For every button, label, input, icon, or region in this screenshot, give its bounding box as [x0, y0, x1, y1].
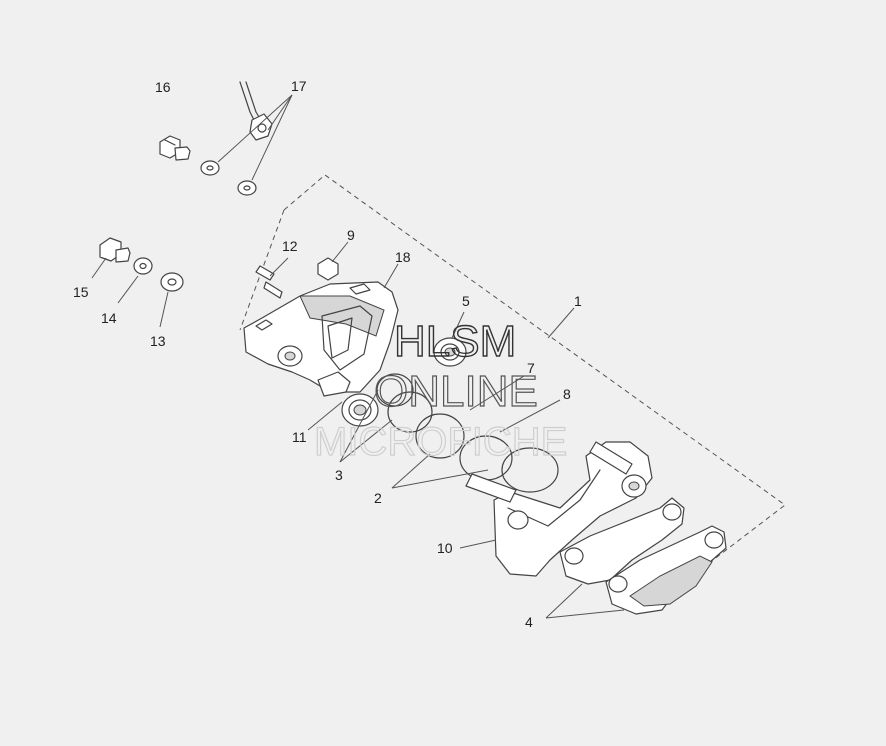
bleeder-screw-12: [255, 257, 289, 299]
callout-11: 11: [292, 429, 307, 445]
callout-8: 8: [563, 386, 571, 402]
mounting-bracket-10: [459, 441, 653, 577]
callout-17: 17: [291, 78, 307, 94]
bleeder-cap-9: [317, 241, 349, 281]
banjo-bolt-16: [159, 135, 191, 161]
callout-16: 16: [155, 79, 171, 95]
washer-13: [159, 272, 184, 328]
callout-labels: 1 2 3 4 5 7 8 9 10 11 12 13 14 15 16 17 …: [73, 78, 582, 630]
callout-3: 3: [335, 467, 343, 483]
leader-1: [547, 307, 575, 339]
watermark: HLSM ONLINE MICROFICHE: [313, 316, 568, 464]
callout-13: 13: [150, 333, 166, 349]
callout-18: 18: [395, 249, 411, 265]
seal-rings-3: [339, 373, 433, 463]
piston-11: [307, 393, 379, 431]
watermark-line-2: ONLINE: [374, 367, 538, 416]
callout-15: 15: [73, 284, 89, 300]
callout-4: 4: [525, 614, 533, 630]
callout-7: 7: [527, 360, 535, 376]
callout-5: 5: [462, 293, 470, 309]
callout-14: 14: [101, 310, 117, 326]
watermark-line-1: HLSM: [394, 317, 516, 366]
callout-12: 12: [282, 238, 298, 254]
callout-9: 9: [347, 227, 355, 243]
watermark-line-3: MICROFICHE: [314, 420, 567, 464]
brake-pads-4: [545, 497, 727, 619]
bolt-15: [91, 237, 131, 279]
piston-5: [433, 311, 467, 367]
caliper-body-18: [243, 263, 399, 397]
callout-2: 2: [374, 490, 382, 506]
washer-14: [117, 257, 153, 304]
callout-10: 10: [437, 540, 453, 556]
callout-1: 1: [574, 293, 582, 309]
brake-line-17: [200, 81, 293, 196]
callout-leaders-7-8: [469, 375, 561, 433]
